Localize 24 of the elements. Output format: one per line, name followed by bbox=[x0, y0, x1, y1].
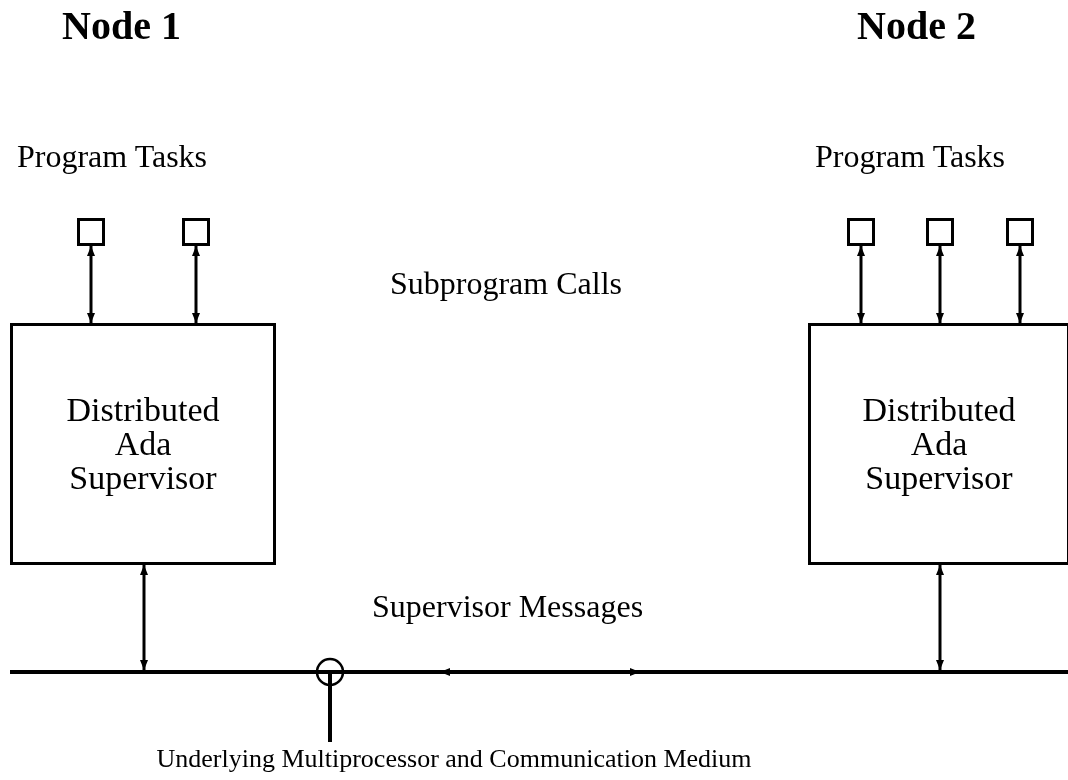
box-text: Distributed Ada Supervisor bbox=[861, 393, 1017, 495]
text-label: Program Tasks bbox=[815, 138, 1006, 175]
arrow bbox=[87, 246, 95, 323]
text-label: Program Tasks bbox=[17, 138, 208, 175]
task-box bbox=[926, 218, 954, 246]
box-text: Distributed Ada Supervisor bbox=[65, 393, 221, 495]
arrow bbox=[192, 246, 200, 323]
text-label: Subprogram Calls bbox=[390, 265, 622, 302]
node-heading: Node 1 bbox=[62, 2, 181, 49]
arrow bbox=[140, 565, 148, 670]
task-box bbox=[847, 218, 875, 246]
arrow bbox=[1016, 246, 1024, 323]
arrow bbox=[936, 246, 944, 323]
node-heading: Node 2 bbox=[857, 2, 976, 49]
arrow bbox=[936, 565, 944, 670]
task-box bbox=[1006, 218, 1034, 246]
arrow bbox=[857, 246, 865, 323]
text-label: Supervisor Messages bbox=[372, 588, 644, 625]
caption-text: Underlying Multiprocessor and Communication Medium bbox=[140, 742, 768, 776]
supervisor-box bbox=[10, 323, 276, 565]
leader-line bbox=[328, 674, 332, 742]
task-box bbox=[182, 218, 210, 246]
supervisor-box bbox=[808, 323, 1068, 565]
task-box bbox=[77, 218, 105, 246]
